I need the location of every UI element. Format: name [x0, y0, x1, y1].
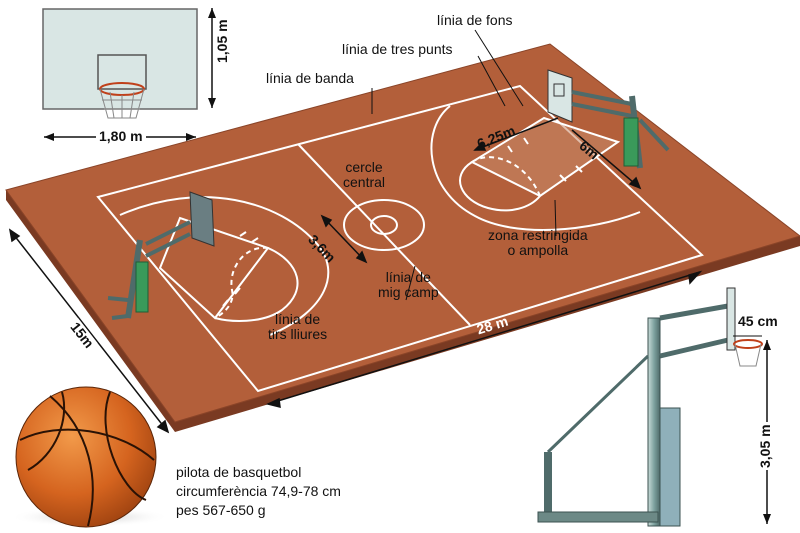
restricted-length-dimension [571, 129, 641, 189]
three-point-arc-right [430, 105, 641, 231]
sideline-label: línia de banda [266, 70, 354, 86]
three-point-arc-left [119, 196, 330, 336]
basketball [10, 386, 170, 528]
right-basket-stand [547, 69, 670, 169]
court-boundary-lines [96, 84, 704, 393]
center-circle [343, 199, 425, 251]
lane-hash-marks [222, 137, 583, 307]
backboard-target-square [97, 54, 147, 90]
court [5, 43, 800, 432]
backboard-detail [42, 8, 216, 141]
ball-seams [19, 391, 155, 527]
rim-offset-label: 45 cm [738, 313, 778, 329]
rim-height-label: 3,05 m [757, 422, 773, 470]
side-backboard [726, 287, 736, 351]
ball-weight: pes 567-650 g [176, 502, 266, 518]
center-circle-inner [370, 215, 398, 235]
free-throw-line-label: línia de tirs lliures [268, 311, 328, 342]
left-basket-stand [107, 191, 215, 320]
center-circle-label: cercle central [343, 159, 386, 190]
midcourt-line-label: línia de mig camp [378, 269, 439, 300]
court-length-dimension [267, 271, 701, 405]
free-throw-circle-left [214, 247, 299, 322]
center-circle-diameter-dimension [321, 215, 367, 263]
free-throw-circle-right-dashed [471, 156, 541, 197]
label-leader-lines [371, 29, 557, 301]
free-throw-circle-left-dashed [214, 246, 269, 319]
backboard-net [99, 88, 145, 119]
three-point-line-label: línia de tres punts [342, 41, 453, 57]
basket-side-view [537, 287, 771, 527]
ball-circumference: circumferència 74,9-78 cm [176, 483, 341, 499]
ball-sphere [15, 386, 157, 528]
baseline-label: línia de fons [437, 12, 513, 28]
ball-title: pilota de basquetbol [176, 464, 302, 480]
three-point-radius-dimension [474, 117, 559, 151]
backboard-width-label: 1,80 m [96, 129, 146, 144]
restricted-zone-label: zona restringida o ampolla [488, 227, 588, 258]
backboard-height-label: 1,05 m [214, 19, 230, 63]
free-throw-circle-right [459, 161, 541, 212]
